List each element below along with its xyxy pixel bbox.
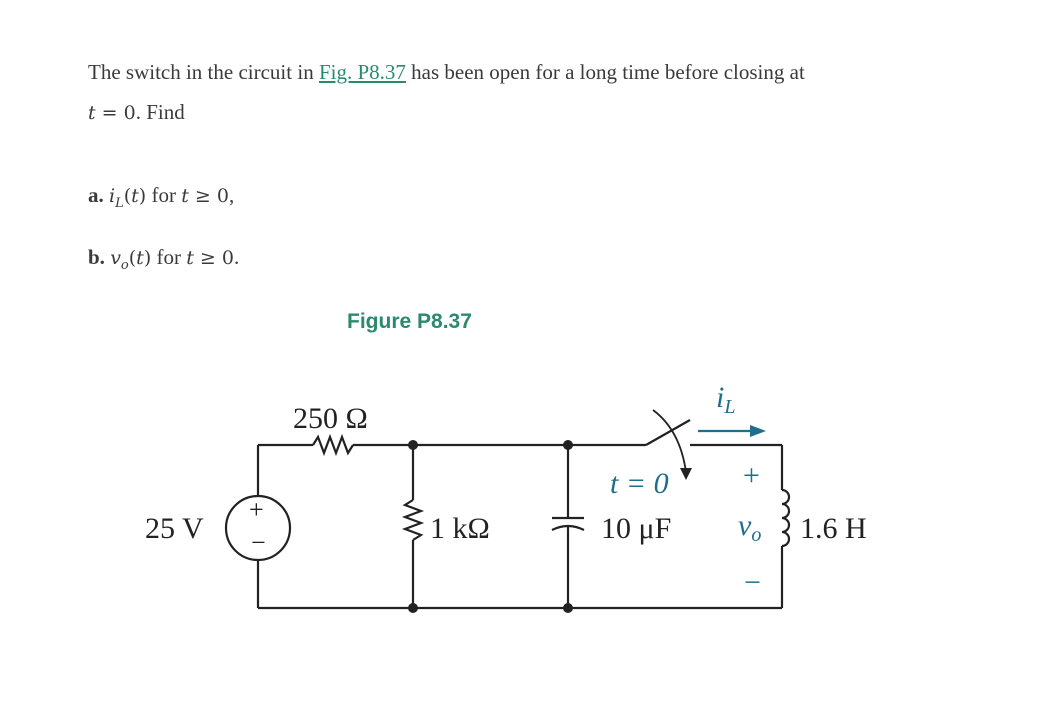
label-vo-plus: + <box>743 459 760 492</box>
find-text: . Find <box>135 100 185 124</box>
label-1k-ohm: 1 kΩ <box>430 512 490 545</box>
switch-arc <box>652 409 687 473</box>
label-250-ohm: 250 Ω <box>293 402 368 435</box>
resistor-1k-symbol <box>401 499 425 541</box>
label-vo: vo <box>738 509 761 546</box>
part-b-expression: vo(t) <box>110 247 152 273</box>
voltage-source-circle <box>224 494 292 562</box>
part-b-condition: for t ≥ 0. <box>156 245 240 269</box>
node-top-1 <box>408 440 418 450</box>
label-source-plus: + <box>249 495 264 524</box>
resistor-250-symbol <box>312 433 354 457</box>
problem-line-2: t = 0. Find <box>88 92 988 133</box>
node-bottom-2 <box>563 603 573 613</box>
label-10uF: 10 μF <box>601 512 671 545</box>
time-expression: t = 0 <box>88 102 136 124</box>
figure-title: Figure P8.37 <box>347 310 472 333</box>
switch-arrow-head <box>680 468 692 480</box>
current-arrow-head <box>750 425 766 437</box>
label-25v: 25 V <box>145 512 204 545</box>
part-b-letter: b. <box>88 245 105 269</box>
label-source-minus: − <box>251 528 266 557</box>
part-a-letter: a. <box>88 183 104 207</box>
label-current-iL: iL <box>716 381 735 418</box>
figure-link[interactable]: Fig. P8.37 <box>318 60 406 84</box>
part-a: a. iL(t) for t ≥ 0, <box>88 183 234 211</box>
problem-statement: The switch in the circuit in Fig. P8.37 … <box>88 52 988 133</box>
part-a-expression: iL(t) <box>109 185 147 211</box>
problem-text-start: The switch in the circuit in <box>88 60 319 84</box>
problem-text-end: has been open for a long time before clo… <box>405 60 805 84</box>
part-a-condition: for t ≥ 0, <box>151 183 235 207</box>
label-switch-time: t = 0 <box>610 467 669 500</box>
label-vo-minus: − <box>744 566 761 599</box>
label-1.6H: 1.6 H <box>800 512 867 545</box>
inductor-coil <box>781 488 791 548</box>
part-b: b. vo(t) for t ≥ 0. <box>88 245 239 273</box>
switch-blade <box>645 419 691 446</box>
node-top-2 <box>563 440 573 450</box>
node-bottom-1 <box>408 603 418 613</box>
problem-line-1: The switch in the circuit in Fig. P8.37 … <box>88 52 988 92</box>
